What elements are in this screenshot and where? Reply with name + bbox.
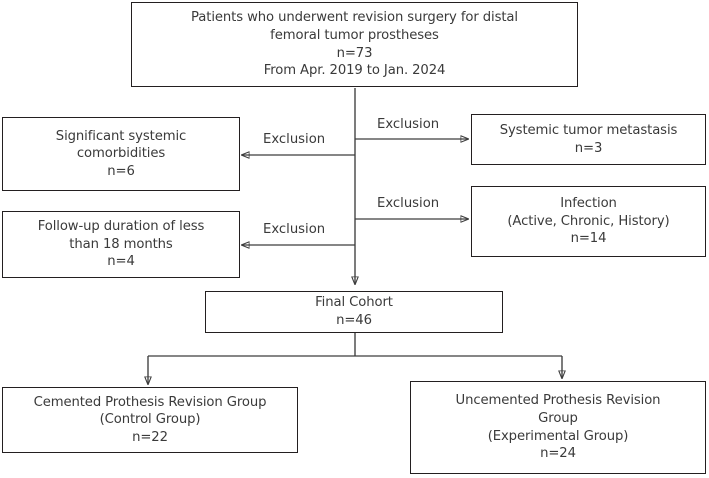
node-exclusion-comorbidities: Significant systemic comorbidities n=6	[2, 117, 240, 191]
edge-label-exclusion-right-lower: Exclusion	[375, 196, 442, 212]
node-exclusion-infection-text: Infection (Active, Chronic, History) n=1…	[507, 196, 670, 247]
node-final-cohort: Final Cohort n=46	[205, 291, 503, 333]
node-cohort-source: Patients who underwent revision surgery …	[131, 2, 578, 87]
node-group-uncemented-text: Uncemented Prothesis Revision Group (Exp…	[455, 393, 661, 462]
node-exclusion-metastasis: Systemic tumor metastasis n=3	[471, 114, 706, 165]
node-exclusion-infection: Infection (Active, Chronic, History) n=1…	[471, 186, 706, 257]
edge-label-exclusion-right-upper: Exclusion	[375, 117, 442, 133]
node-group-uncemented: Uncemented Prothesis Revision Group (Exp…	[410, 381, 706, 474]
edge-label-exclusion-left-lower: Exclusion	[261, 222, 328, 238]
node-group-cemented-text: Cemented Prothesis Revision Group (Contr…	[33, 394, 267, 445]
node-exclusion-metastasis-text: Systemic tumor metastasis n=3	[499, 122, 678, 156]
node-final-cohort-text: Final Cohort n=46	[315, 295, 393, 328]
edge-label-exclusion-left-upper: Exclusion	[261, 132, 328, 148]
node-exclusion-comorbidities-text: Significant systemic comorbidities n=6	[55, 128, 187, 179]
node-cohort-source-text: Patients who underwent revision surgery …	[191, 10, 518, 79]
node-exclusion-followup-text: Follow-up duration of less than 18 month…	[37, 219, 205, 270]
node-group-cemented: Cemented Prothesis Revision Group (Contr…	[2, 387, 298, 453]
node-exclusion-followup: Follow-up duration of less than 18 month…	[2, 211, 240, 278]
